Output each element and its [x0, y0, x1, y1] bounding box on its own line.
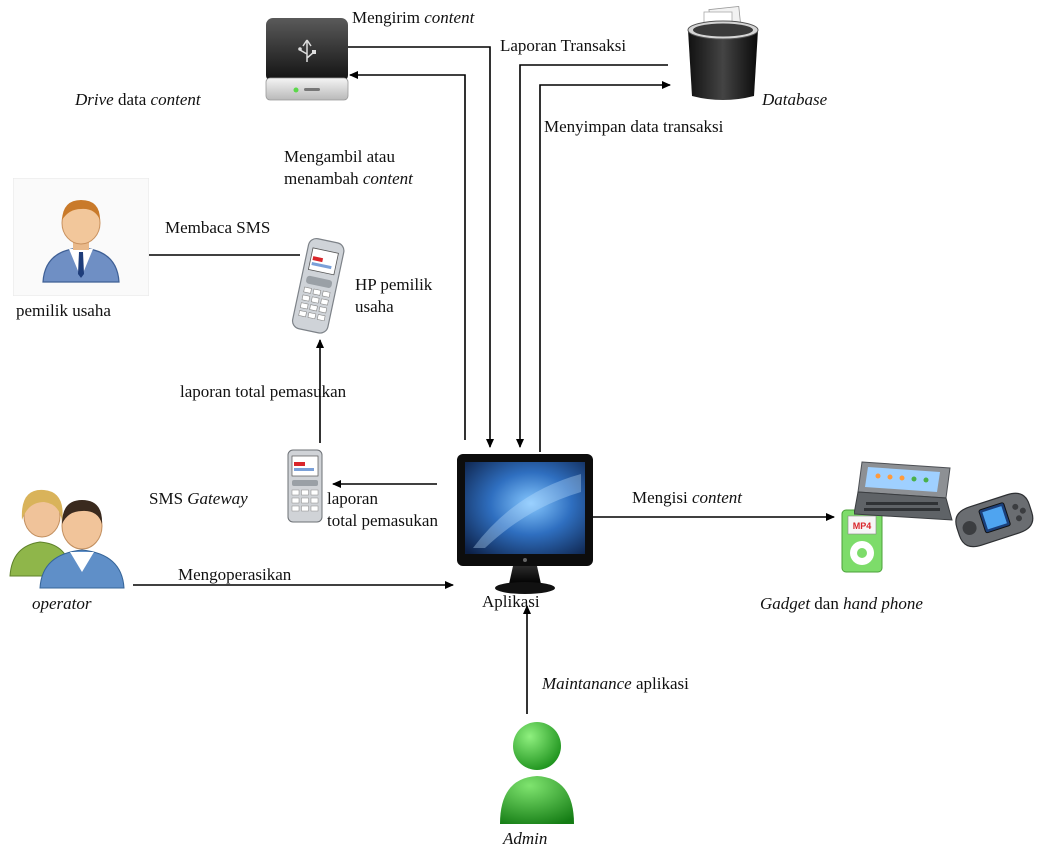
- gadget-label-middle: dan: [814, 594, 839, 613]
- edge-label-fetch-content: Mengambil atau menambah content: [284, 146, 413, 190]
- business-owner-icon: [13, 178, 149, 296]
- fill-content-plain: Mengisi: [632, 488, 688, 507]
- edge-label-maintenance: Maintanance aplikasi: [542, 673, 689, 695]
- admin-icon: [500, 722, 574, 824]
- owner-phone-label: HP pemilik usaha: [355, 274, 432, 318]
- total-income-left-line1: laporan: [327, 489, 378, 508]
- owner-phone-icon: [291, 237, 345, 334]
- transaction-report-text: Laporan Transaksi: [500, 36, 627, 55]
- sms-gateway-label-plain: SMS: [149, 489, 184, 508]
- database-label: Database: [762, 89, 827, 111]
- fetch-content-line2-plain: menambah: [284, 169, 359, 188]
- edge-transaction-report: [516, 64, 668, 448]
- fetch-content-line2-italic: content: [362, 169, 413, 188]
- edge-save-transaction: [539, 81, 671, 452]
- edge-label-read-sms: Membaca SMS: [165, 217, 270, 239]
- app-label-text: Aplikasi: [482, 592, 540, 611]
- sms-gateway-label: SMS Gateway: [149, 488, 248, 510]
- communicator-device-icon: [854, 461, 953, 521]
- gadget-label-italic2: hand phone: [843, 594, 923, 613]
- fetch-content-line2: menambah content: [284, 168, 413, 190]
- usb-drive-icon: [265, 18, 349, 101]
- gadget-label-italic: Gadget: [760, 594, 811, 613]
- fetch-content-line1: Mengambil atau: [284, 147, 395, 166]
- game-phone-icon: [955, 492, 1034, 548]
- maintenance-plain: aplikasi: [635, 674, 689, 693]
- mp-player-icon: MP4: [841, 509, 883, 573]
- admin-label: Admin: [503, 828, 547, 850]
- database-icon: [687, 6, 759, 100]
- owner-label: pemilik usaha: [16, 300, 111, 322]
- total-income-left-line2: total pemasukan: [327, 511, 438, 530]
- edge-fetch-content: [349, 71, 466, 440]
- operator-label-italic: operator: [32, 594, 92, 613]
- read-sms-text: Membaca SMS: [165, 218, 271, 237]
- application-monitor-icon: [457, 454, 593, 594]
- edge-label-save-transaction: Menyimpan data transaksi: [544, 116, 723, 138]
- total-income-up-text: laporan total pemasukan: [180, 382, 347, 401]
- drive-label: Drive data content: [75, 89, 201, 111]
- save-transaction-text: Menyimpan data transaksi: [544, 117, 724, 136]
- fill-content-italic: content: [691, 488, 743, 507]
- gadget-label: Gadget dan hand phone: [760, 593, 923, 615]
- edge-label-transaction-report: Laporan Transaksi: [500, 35, 626, 57]
- edge-send-content: [348, 46, 494, 448]
- operator-label: operator: [32, 593, 92, 615]
- edge-label-total-income-left: laporan total pemasukan: [327, 488, 438, 532]
- drive-label-italic: Drive: [75, 90, 114, 109]
- operator-icon: [9, 489, 125, 589]
- send-content-italic: content: [424, 8, 475, 27]
- maintenance-italic: Maintanance: [542, 674, 632, 693]
- database-label-italic: Database: [762, 90, 828, 109]
- owner-phone-label-line1: HP pemilik: [355, 275, 433, 294]
- mp-badge-text: MP4: [853, 521, 872, 531]
- sms-gateway-phone-icon: [287, 449, 323, 523]
- drive-label-middle: data: [117, 90, 147, 109]
- operate-text: Mengoperasikan: [178, 565, 292, 584]
- send-content-plain: Mengirim: [352, 8, 420, 27]
- sms-gateway-label-italic: Gateway: [187, 489, 248, 508]
- drive-label-italic2: content: [150, 90, 201, 109]
- app-label: Aplikasi: [482, 591, 540, 613]
- edge-label-fill-content: Mengisi content: [632, 487, 742, 509]
- admin-label-italic: Admin: [503, 829, 548, 848]
- owner-phone-label-line2: usaha: [355, 297, 394, 316]
- edge-label-send-content: Mengirim content: [352, 7, 474, 29]
- edge-label-total-income-up: laporan total pemasukan: [180, 381, 346, 403]
- edge-label-operate: Mengoperasikan: [178, 564, 291, 586]
- owner-label-text: pemilik usaha: [16, 301, 111, 320]
